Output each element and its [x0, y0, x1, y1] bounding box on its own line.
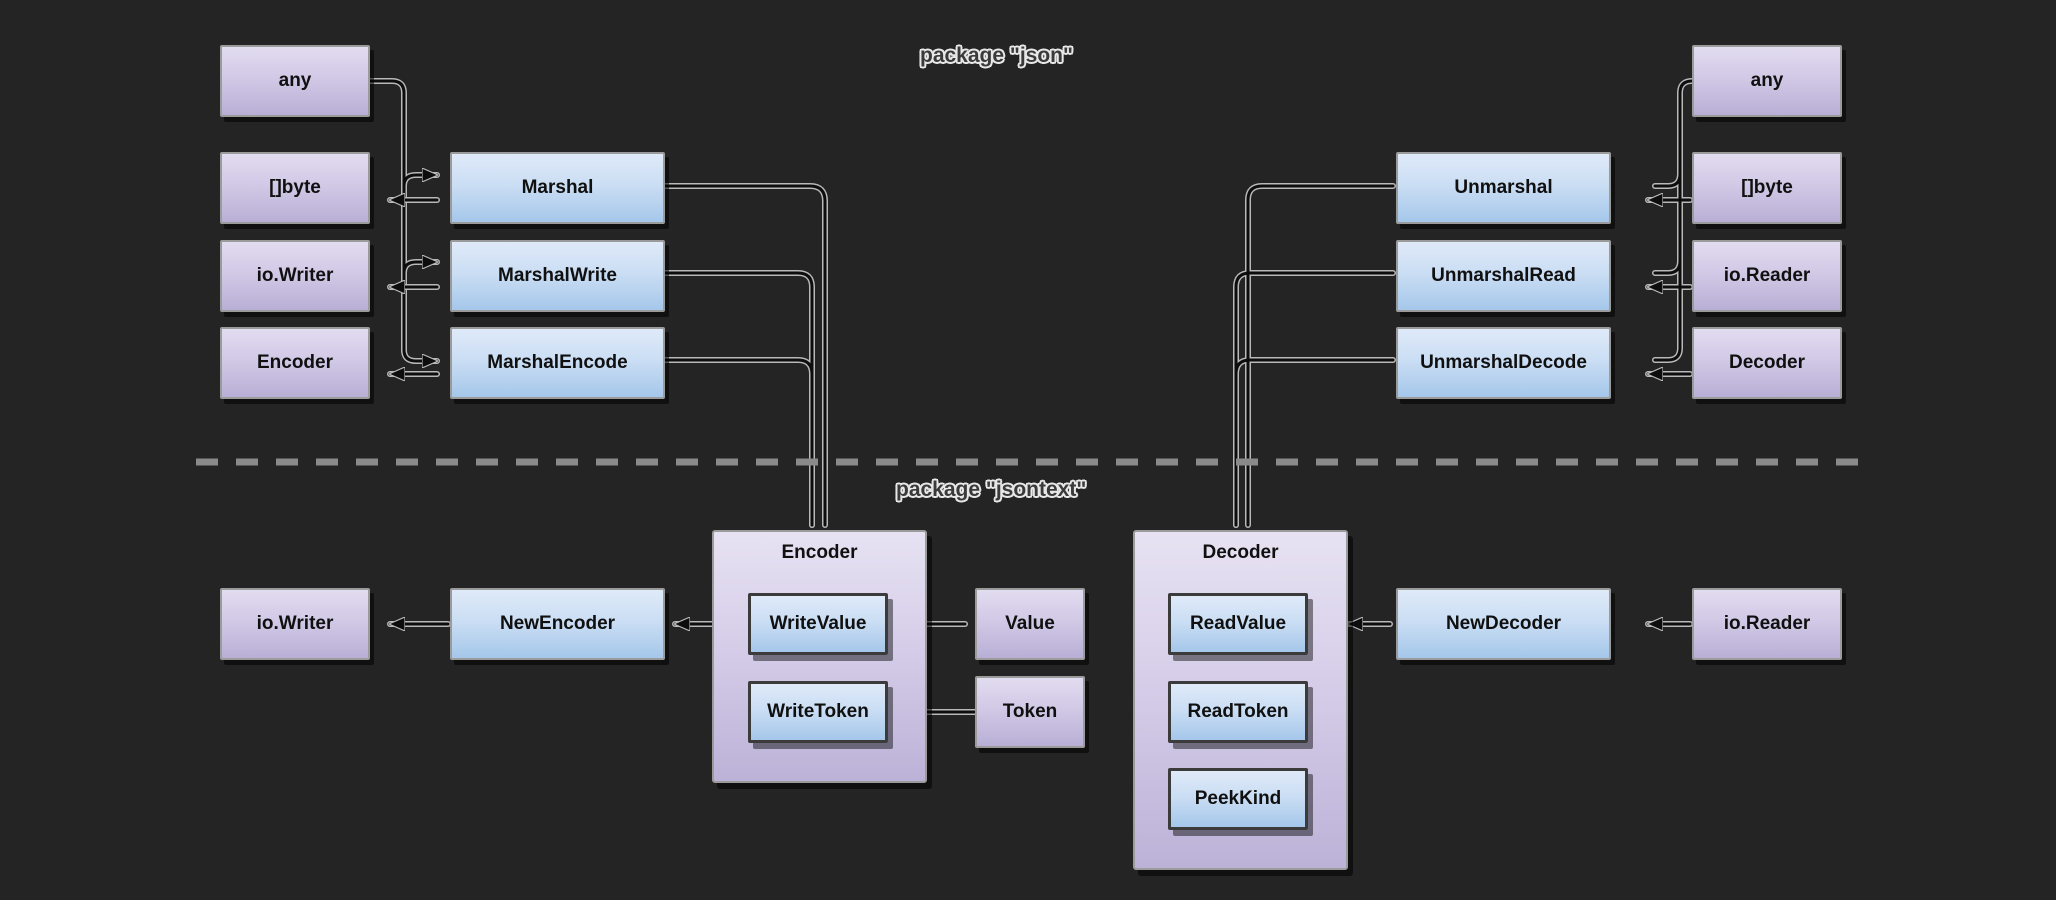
- node-ioreader-right[interactable]: io.Reader: [1692, 240, 1842, 312]
- node-bytes-left[interactable]: []byte: [220, 152, 370, 224]
- node-iowriter-left[interactable]: io.Writer: [220, 240, 370, 312]
- node-peekkind[interactable]: PeekKind: [1168, 768, 1308, 830]
- package-label-jsontext: package "jsontext": [896, 478, 1087, 501]
- group-encoder[interactable]: Encoder: [712, 530, 927, 783]
- node-writetoken[interactable]: WriteToken: [748, 681, 888, 743]
- group-encoder-title: Encoder: [781, 542, 858, 563]
- node-decoder-right[interactable]: Decoder: [1692, 327, 1842, 399]
- node-writevalue[interactable]: WriteValue: [748, 593, 888, 655]
- node-unmarshalread[interactable]: UnmarshalRead: [1396, 240, 1611, 312]
- node-marshalencode[interactable]: MarshalEncode: [450, 327, 665, 399]
- node-readtoken[interactable]: ReadToken: [1168, 681, 1308, 743]
- node-any-left[interactable]: any: [220, 45, 370, 117]
- package-label-json: package "json": [920, 44, 1073, 67]
- node-iowriter-bottom[interactable]: io.Writer: [220, 588, 370, 660]
- node-encoder-left[interactable]: Encoder: [220, 327, 370, 399]
- node-any-right[interactable]: any: [1692, 45, 1842, 117]
- node-unmarshaldecode[interactable]: UnmarshalDecode: [1396, 327, 1611, 399]
- node-bytes-right[interactable]: []byte: [1692, 152, 1842, 224]
- node-readvalue[interactable]: ReadValue: [1168, 593, 1308, 655]
- node-token[interactable]: Token: [975, 676, 1085, 748]
- node-marshal[interactable]: Marshal: [450, 152, 665, 224]
- group-decoder-title: Decoder: [1202, 542, 1279, 563]
- node-value[interactable]: Value: [975, 588, 1085, 660]
- node-ioreader-bottom[interactable]: io.Reader: [1692, 588, 1842, 660]
- node-newdecoder[interactable]: NewDecoder: [1396, 588, 1611, 660]
- node-newencoder[interactable]: NewEncoder: [450, 588, 665, 660]
- node-unmarshal[interactable]: Unmarshal: [1396, 152, 1611, 224]
- node-marshalwrite[interactable]: MarshalWrite: [450, 240, 665, 312]
